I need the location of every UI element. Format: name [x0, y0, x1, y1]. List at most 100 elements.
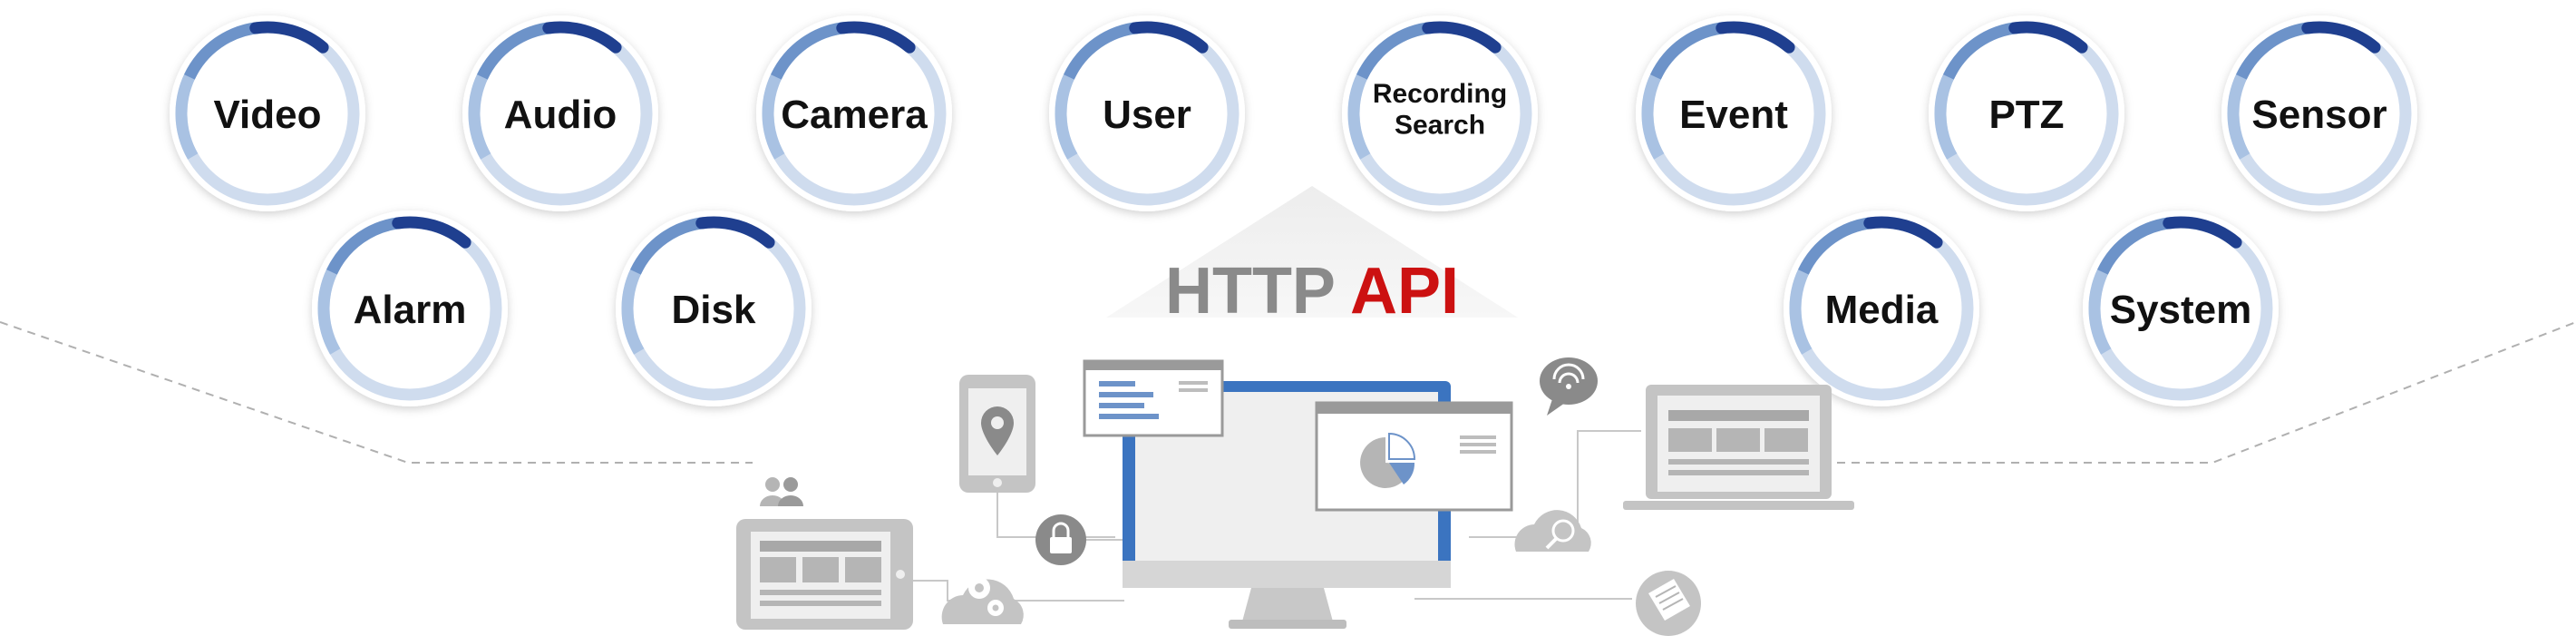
title-api: API: [1350, 255, 1459, 328]
badge-ring-light: [1934, 67, 1958, 160]
badge-video: Video: [170, 15, 365, 211]
document-icon: [1636, 571, 1701, 636]
badge-ring-dark: [1716, 21, 1795, 54]
badge-label-line: Disk: [672, 288, 756, 332]
badge-label-line: Video: [213, 93, 321, 137]
badge-ring-dark: [2301, 21, 2381, 54]
badge-ring-light: [2088, 262, 2112, 355]
badge-disk: [616, 210, 812, 406]
badge-disk: [2083, 210, 2279, 406]
badge-camera: Camera: [756, 15, 952, 211]
badge-ring-dark: [836, 21, 916, 54]
badge-label: Audio: [504, 93, 617, 137]
badge-label-line: Recording: [1373, 79, 1507, 109]
badge-ring-dark: [1129, 21, 1209, 54]
badge-disk: [462, 15, 658, 211]
badge-label-line: Camera: [781, 93, 928, 137]
badge-label: Disk: [672, 288, 756, 332]
badge-ring-mid: [2236, 21, 2313, 80]
badge-label-line: Search: [1395, 111, 1485, 141]
badge-ring-dark: [2163, 216, 2242, 249]
tablet-icon: [736, 519, 913, 630]
badge-label: Media: [1825, 288, 1939, 332]
badge-event: Event: [1636, 15, 1832, 211]
badge-disk: Disk: [616, 210, 812, 406]
badge-label: Sensor: [2251, 93, 2386, 137]
badge-ring-mid: [477, 21, 554, 80]
badge-label: Event: [1679, 93, 1788, 137]
users-icon: [760, 477, 803, 506]
gear-cloud-icon: [941, 577, 1024, 624]
badge-ring-dark: [542, 21, 622, 54]
badge-ring-dark: [249, 21, 329, 54]
badge-ring-mid: [1356, 21, 1434, 80]
badge-label-line: Alarm: [354, 288, 467, 332]
badge-ring-mid: [630, 216, 707, 275]
badge-ring-light: [2227, 67, 2250, 160]
badge-ring-light: [175, 67, 199, 160]
badge-ring-dark: [2008, 21, 2088, 54]
wifi-chat-bubble-icon: [1540, 357, 1598, 416]
badge-label-line: PTZ: [1988, 93, 2064, 137]
badge-ring-dark: [1863, 216, 1943, 249]
laptop-icon: [1623, 385, 1854, 510]
search-cloud-icon: [1514, 510, 1591, 552]
badge-ring-mid: [184, 21, 261, 80]
badge-audio: Audio: [462, 15, 658, 211]
badge-user: User: [1049, 15, 1245, 211]
badge-disk: [1636, 15, 1832, 211]
device-cluster: [736, 357, 1854, 636]
badge-ring-light: [1641, 67, 1665, 160]
badge-disk: [170, 15, 365, 211]
badge-ring-light: [1347, 67, 1371, 160]
badge-label: User: [1103, 93, 1191, 137]
badge-ring-light: [468, 67, 491, 160]
badge-ring-mid: [2097, 216, 2174, 275]
badge-label-line: User: [1103, 93, 1191, 137]
pie-chart-window-icon: [1315, 401, 1513, 512]
title-http: HTTP: [1165, 255, 1335, 328]
badge-ring-dark: [1422, 21, 1502, 54]
badge-label-line: Event: [1679, 93, 1788, 137]
badge-ring-dark: [695, 216, 775, 249]
badge-label-line: Media: [1825, 288, 1939, 332]
badge-label: Alarm: [354, 288, 467, 332]
badge-label: Video: [213, 93, 321, 137]
badge-ring-mid: [771, 21, 848, 80]
badge-disk: [1049, 15, 1245, 211]
badge-media: Media: [1784, 210, 1979, 406]
badge-label-line: System: [2110, 288, 2252, 332]
badge-ptz: PTZ: [1929, 15, 2124, 211]
badge-ring-light: [621, 262, 645, 355]
badge-disk: [2221, 15, 2417, 211]
badge-disk: [1342, 15, 1538, 211]
badge-disk: [312, 210, 508, 406]
badge-ring-mid: [1650, 21, 1727, 80]
badge-label: System: [2110, 288, 2252, 332]
badge-disk: [1929, 15, 2124, 211]
badge-ring-mid: [326, 216, 403, 275]
badge-system: System: [2083, 210, 2279, 406]
badge-ring-light: [317, 262, 341, 355]
badge-ring-light: [762, 67, 785, 160]
badge-label-line: Sensor: [2251, 93, 2386, 137]
badge-ring-light: [1789, 262, 1813, 355]
badge-sensor: Sensor: [2221, 15, 2417, 211]
badge-alarm: Alarm: [312, 210, 508, 406]
smartphone-location-icon: [959, 375, 1035, 493]
page-title: HTTP API: [1165, 255, 1459, 328]
badge-ring-mid: [1798, 216, 1875, 275]
badge-ring-light: [1055, 67, 1078, 160]
badge-ring-mid: [1064, 21, 1141, 80]
badge-disk: [1784, 210, 1979, 406]
badge-label: PTZ: [1988, 93, 2064, 137]
badge-ring-dark: [392, 216, 471, 249]
browser-window-icon: [1083, 359, 1224, 437]
badge-label-line: Audio: [504, 93, 617, 137]
badge-label: Camera: [781, 93, 928, 137]
upward-arrow: [1106, 186, 1518, 318]
